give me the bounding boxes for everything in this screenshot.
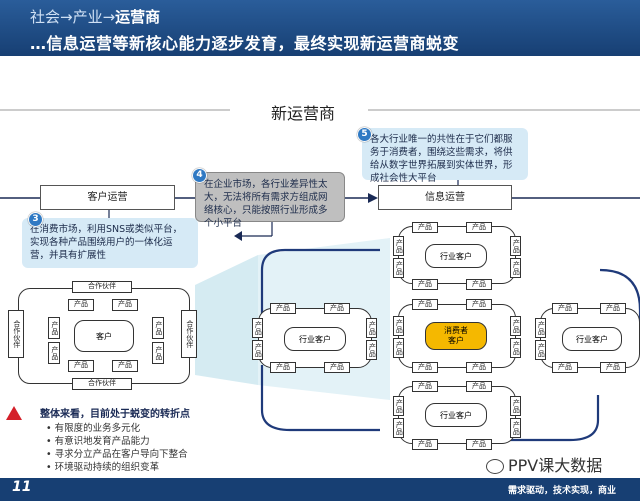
note-3-text: 在消费市场，利用SNS或类似平台，实现各种产品围绕用户的一体化运营，并具有扩展性 bbox=[30, 224, 183, 261]
product-box: 产品 bbox=[466, 362, 492, 373]
info-ops-box: 信息运营 bbox=[378, 185, 512, 210]
product-box: 产品 bbox=[48, 317, 60, 339]
product-box: 产品 bbox=[393, 316, 404, 336]
industry-customer-left: 行业客户 bbox=[284, 327, 346, 351]
product-box: 产品 bbox=[252, 340, 263, 360]
product-box: 产品 bbox=[466, 381, 492, 392]
note-3-badge: 3 bbox=[28, 212, 43, 227]
header-bar bbox=[0, 0, 640, 56]
product-box: 产品 bbox=[510, 316, 521, 336]
bullet-text: 有意识地发育产品能力 bbox=[54, 436, 150, 447]
partner-top: 合作伙伴 bbox=[72, 281, 132, 293]
partner-right: 合作伙伴 bbox=[181, 310, 197, 358]
customer-center: 客户 bbox=[74, 320, 134, 352]
industry-customer-top: 行业客户 bbox=[425, 244, 487, 268]
note-4-text: 在企业市场，各行业差异性太大，无法将所有需求方组成网络核心，只能按照行业形成多个… bbox=[204, 179, 328, 229]
product-box: 产品 bbox=[412, 362, 438, 373]
bullet-item: • 环境驱动持续的组织变革 bbox=[46, 462, 160, 473]
product-box: 产品 bbox=[412, 222, 438, 233]
product-box: 产品 bbox=[412, 439, 438, 450]
product-box: 产品 bbox=[510, 236, 521, 256]
page-number: 11 bbox=[12, 479, 32, 495]
conclusion-marker bbox=[6, 406, 22, 420]
wechat-icon bbox=[486, 459, 504, 474]
product-box: 产品 bbox=[393, 418, 404, 438]
partner-left: 合作伙伴 bbox=[8, 310, 24, 358]
note-5-text: 各大行业唯一的共性在于它们都服务于消费者，围绕这些需求，将供给从数字世界拓展到实… bbox=[370, 134, 513, 184]
product-box: 产品 bbox=[535, 340, 546, 360]
product-box: 产品 bbox=[112, 299, 138, 311]
product-box: 产品 bbox=[466, 222, 492, 233]
watermark: PPV课大数据 bbox=[486, 452, 602, 476]
product-box: 产品 bbox=[466, 279, 492, 290]
product-box: 产品 bbox=[366, 318, 377, 338]
bullet-item: • 有限度的业务多元化 bbox=[46, 423, 141, 434]
bullet-item: • 寻求分立产品在客户导向下整合 bbox=[46, 449, 188, 460]
conclusion-heading: 整体来看，目前处于蜕变的转折点 bbox=[40, 409, 190, 420]
product-box: 产品 bbox=[68, 299, 94, 311]
note-5: 各大行业唯一的共性在于它们都服务于消费者，围绕这些需求，将供给从数字世界拓展到实… bbox=[362, 128, 528, 184]
page-subtitle: …信息运营等新核心能力逐步发育，最终实现新运营商蜕变 bbox=[30, 34, 460, 53]
product-box: 产品 bbox=[466, 299, 492, 310]
product-box: 产品 bbox=[552, 303, 578, 314]
partner-bottom: 合作伙伴 bbox=[72, 378, 132, 390]
product-box: 产品 bbox=[366, 340, 377, 360]
industry-customer-right: 行业客户 bbox=[562, 327, 622, 351]
product-box: 产品 bbox=[393, 236, 404, 256]
product-box: 产品 bbox=[393, 338, 404, 358]
breadcrumb-prefix: 社会→产业→ bbox=[30, 8, 116, 26]
product-box: 产品 bbox=[552, 362, 578, 373]
product-box: 产品 bbox=[252, 318, 263, 338]
product-box: 产品 bbox=[535, 318, 546, 338]
consumer-customer: 消费者 客户 bbox=[425, 322, 487, 350]
product-box: 产品 bbox=[324, 362, 350, 373]
bullet-text: 环境驱动持续的组织变革 bbox=[54, 462, 160, 473]
watermark-text: PPV课大数据 bbox=[508, 456, 603, 475]
industry-customer-bottom: 行业客户 bbox=[425, 403, 487, 427]
product-box: 产品 bbox=[466, 439, 492, 450]
product-box: 产品 bbox=[412, 381, 438, 392]
bullet-item: • 有意识地发育产品能力 bbox=[46, 436, 150, 447]
note-4-badge: 4 bbox=[192, 168, 207, 183]
bullet-text: 有限度的业务多元化 bbox=[54, 423, 141, 434]
product-box: 产品 bbox=[510, 258, 521, 278]
product-box: 产品 bbox=[48, 342, 60, 364]
product-box: 产品 bbox=[112, 360, 138, 372]
product-box: 产品 bbox=[510, 338, 521, 358]
product-box: 产品 bbox=[412, 279, 438, 290]
note-5-badge: 5 bbox=[357, 127, 372, 142]
product-box: 产品 bbox=[270, 362, 296, 373]
customer-ops-box: 客户运营 bbox=[40, 185, 175, 210]
note-3: 在消费市场，利用SNS或类似平台，实现各种产品围绕用户的一体化运营，并具有扩展性 bbox=[22, 218, 198, 268]
product-box: 产品 bbox=[412, 299, 438, 310]
product-box: 产品 bbox=[510, 396, 521, 416]
footer-tagline: 需求驱动，技术实现，商业 bbox=[508, 486, 617, 496]
footer-bar bbox=[0, 478, 640, 501]
product-box: 产品 bbox=[393, 258, 404, 278]
product-box: 产品 bbox=[600, 303, 626, 314]
product-box: 产品 bbox=[600, 362, 626, 373]
note-4: 在企业市场，各行业差异性太大，无法将所有需求方组成网络核心，只能按照行业形成多个… bbox=[195, 172, 345, 229]
product-box: 产品 bbox=[510, 418, 521, 438]
diagram-title: 新运营商 bbox=[238, 100, 368, 124]
product-box: 产品 bbox=[393, 396, 404, 416]
product-box: 产品 bbox=[68, 360, 94, 372]
funnel-projection bbox=[195, 255, 258, 385]
product-box: 产品 bbox=[152, 342, 164, 364]
breadcrumb-current: 运营商 bbox=[115, 8, 161, 26]
product-box: 产品 bbox=[270, 303, 296, 314]
bullet-text: 寻求分立产品在客户导向下整合 bbox=[54, 449, 188, 460]
product-box: 产品 bbox=[324, 303, 350, 314]
flow-arrowhead-1 bbox=[368, 193, 378, 203]
product-box: 产品 bbox=[152, 317, 164, 339]
breadcrumb: 社会→产业→运营商 bbox=[30, 6, 160, 27]
